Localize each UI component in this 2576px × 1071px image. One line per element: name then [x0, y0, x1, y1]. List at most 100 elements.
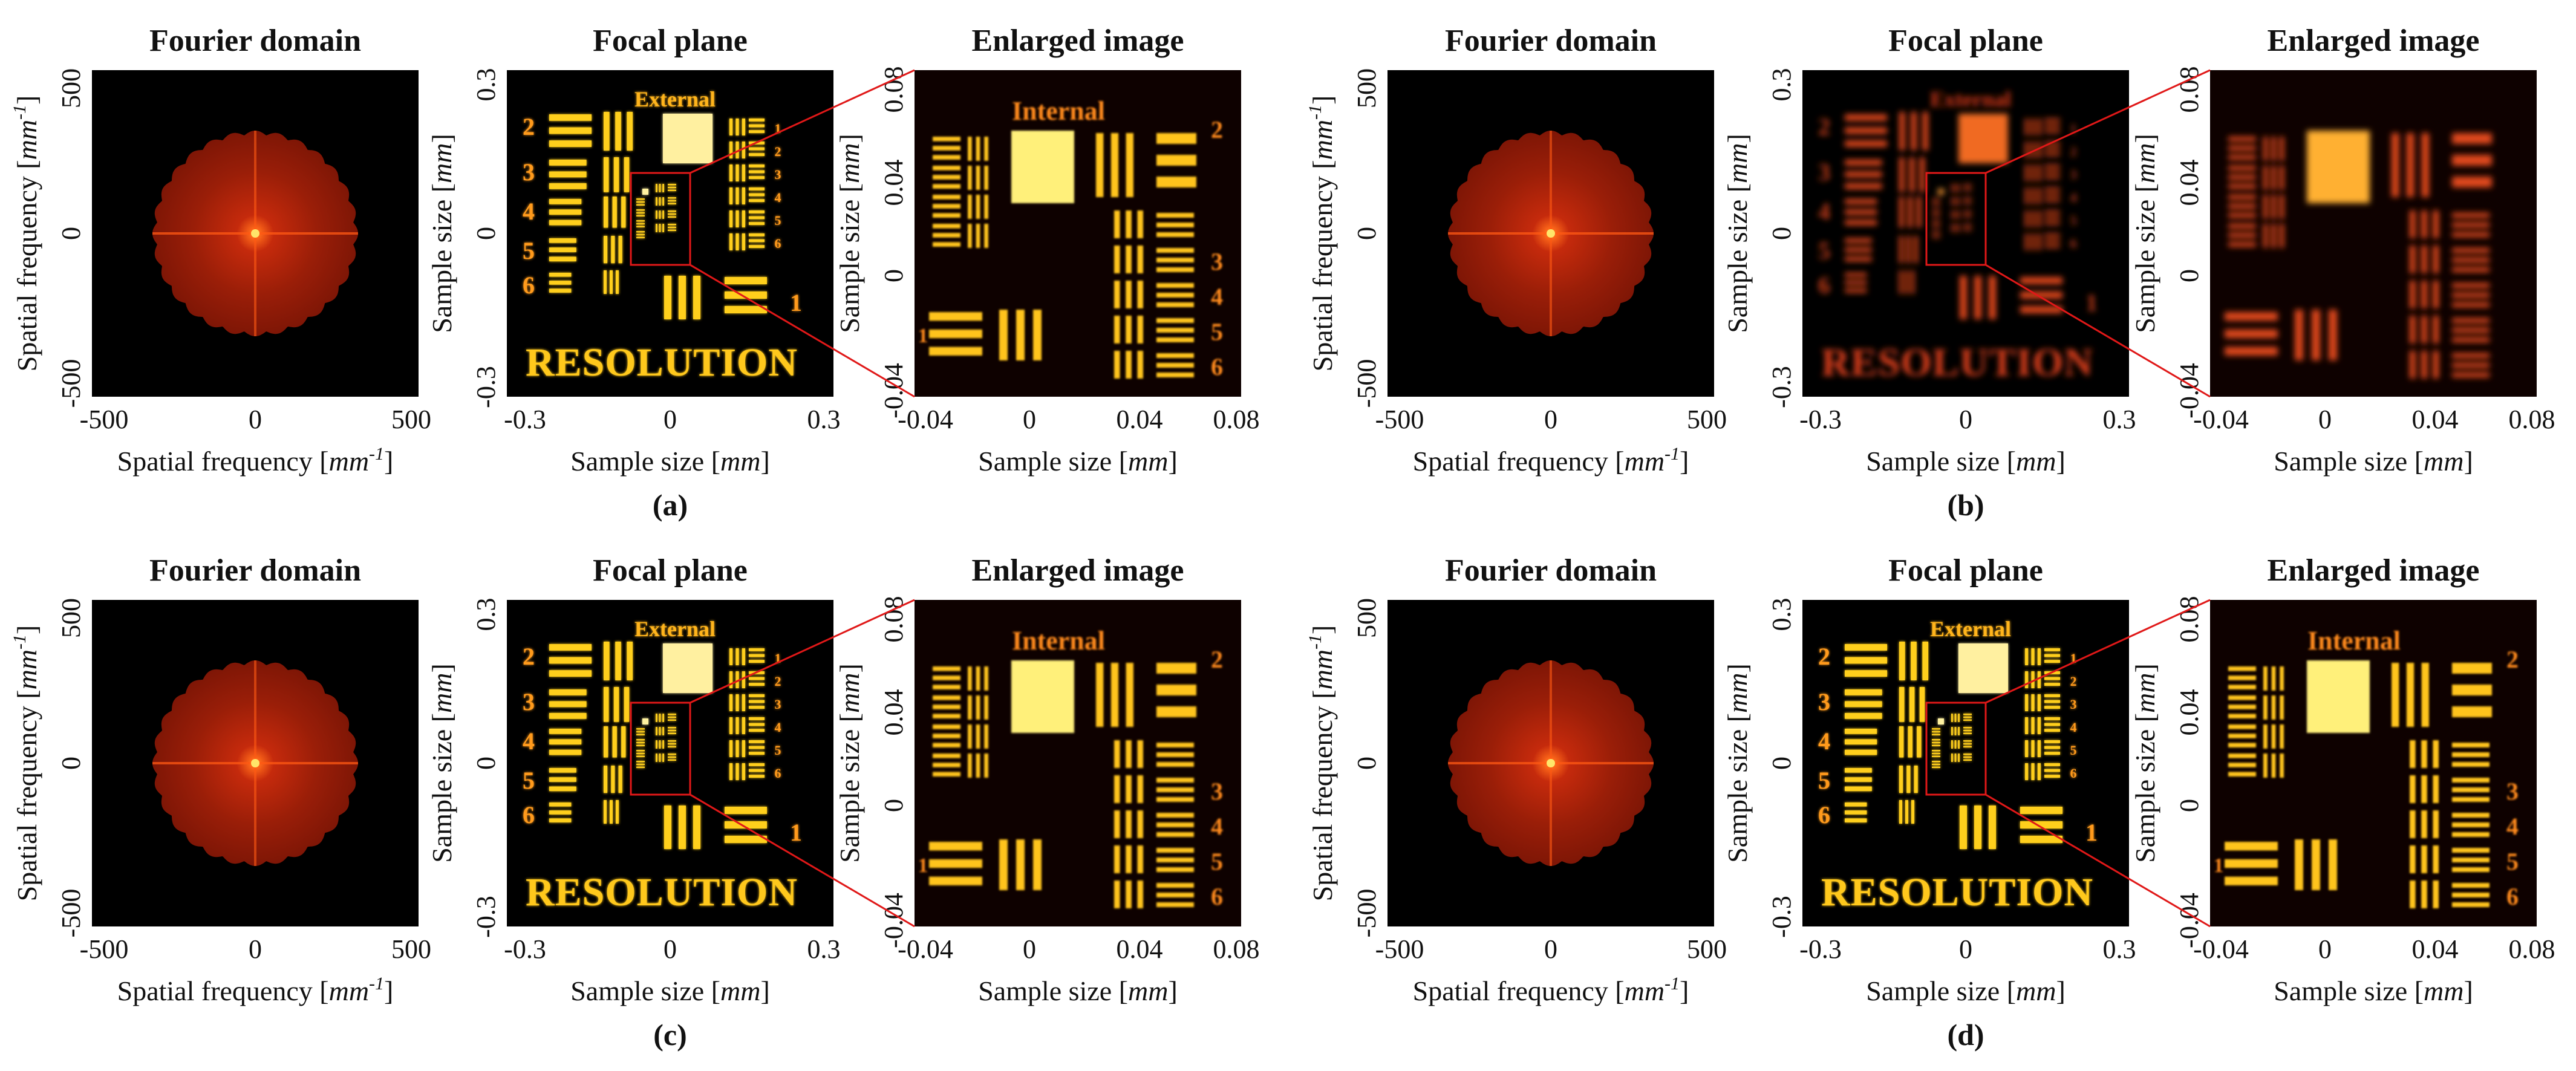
dc-peak — [251, 229, 259, 238]
inner-left-bars-bar — [636, 752, 645, 755]
enlarged-left-vbars-bar — [2263, 137, 2268, 161]
external-label: External — [1930, 617, 2011, 641]
left-vertical-bars-bar — [612, 726, 617, 758]
inner-left-bars-bar — [1932, 212, 1940, 214]
enlarged-right-hbars-bar — [1156, 752, 1194, 757]
inner-vertical-bars-bar — [656, 210, 657, 219]
enlarged-left-vbars-bar — [984, 754, 988, 778]
inner-vertical-bars-bar — [659, 714, 661, 722]
left-vertical-bars-bar — [604, 197, 608, 228]
right-vertical-bars-bar — [2037, 164, 2041, 181]
enlarged-group-number: 2 — [1211, 116, 1223, 143]
left-horizontal-bars-bar — [549, 729, 582, 734]
enlarged-right-hbars-bar — [2452, 893, 2490, 897]
right-vertical-bars-bar — [2037, 187, 2041, 204]
inner-vertical-bars-bar — [656, 714, 657, 722]
inner-left-bars — [636, 209, 645, 216]
y-axis-label-end: ] — [2130, 134, 2160, 143]
inner-left-bars-bar — [1932, 739, 1940, 741]
right-vertical-bars — [2025, 142, 2041, 158]
enlarged-mid-vbars-bar — [2392, 663, 2399, 727]
y-tick-label: 0 — [1767, 757, 1796, 770]
enlarged-left-bars-bar — [933, 175, 960, 180]
internal-bright-square — [1011, 131, 1074, 203]
right-vertical-bars-bar — [729, 763, 733, 780]
left-horizontal-bars-bar — [1845, 238, 1872, 243]
small-number: 4 — [2070, 190, 2077, 205]
enlarged-right-vbars-bar — [2421, 810, 2427, 838]
inner-left-bars — [1932, 750, 1940, 757]
inner-horizontal-bars-bar — [668, 203, 676, 204]
enlarged-left-vbars — [2263, 137, 2284, 161]
x-axis-label-unit: mm — [1625, 975, 1665, 1006]
right-horizontal-bars-bar — [2044, 153, 2060, 156]
enlarged-right-hbars — [1156, 248, 1194, 272]
left-vertical-bars-bar — [612, 197, 617, 228]
inner-horizontal-bars-bar — [1963, 229, 1972, 231]
right-vertical-bars-bar — [2037, 671, 2041, 688]
inner-left-bars — [1932, 209, 1940, 216]
inner-vertical-bars-bar — [1958, 197, 1960, 206]
bottom-vertical-bars-bar — [1989, 276, 1996, 319]
x-tick-label: 0 — [1023, 934, 1036, 964]
enlarged-left-bars-bar — [933, 213, 960, 218]
right-vertical-bars-bar — [729, 164, 733, 181]
inner-left-bars-bar — [636, 750, 645, 752]
enlarged-right-vbars-bar — [2410, 810, 2416, 838]
inner-vertical-bars-bar — [1951, 714, 1953, 722]
enlarged-right-vbars-bar — [1114, 740, 1120, 768]
right-vertical-bars-bar — [2031, 740, 2035, 757]
left-vertical-bars — [1899, 157, 1925, 192]
right-horizontal-bars-bar — [2044, 187, 2060, 190]
inner-horizontal-bars-bar — [1963, 216, 1972, 218]
left-vertical-bars-bar — [1906, 236, 1911, 264]
inner-vertical-bars-bar — [1951, 740, 1953, 749]
group-number: 6 — [1818, 801, 1830, 828]
panel-title-focal: Focal plane — [593, 24, 748, 58]
right-vertical-bars-bar — [2025, 233, 2029, 250]
x-tick-label: 0.3 — [807, 405, 841, 434]
right-horizontal-bars-bar — [749, 233, 765, 236]
x-tick-label: 500 — [1687, 934, 1727, 964]
inner-horizontal-bars — [1963, 727, 1972, 734]
zoom-region-box — [630, 172, 691, 266]
inner-horizontal-bars-bar — [668, 759, 676, 761]
right-horizontal-bars-bar — [2044, 130, 2060, 133]
y-tick-label: 0.04 — [2174, 160, 2204, 206]
right-vertical-bars — [729, 142, 745, 158]
right-vertical-bars-bar — [2025, 671, 2029, 688]
inner-vertical-bars-bar — [656, 727, 657, 735]
panel-title-enlarged: Enlarged image — [972, 24, 1184, 58]
enlarged-right-hbars-bar — [2452, 267, 2490, 272]
right-horizontal-bars-bar — [749, 717, 765, 720]
enlarged-mid-vbars-bar — [1110, 133, 1119, 197]
enlarged-group-number: 4 — [1211, 283, 1223, 310]
inner-vertical-bars-bar — [656, 197, 657, 206]
external-square — [1958, 114, 2008, 163]
left-vertical-bars-bar — [615, 112, 621, 151]
inner-vertical-bars — [656, 197, 664, 206]
y-axis-label: Sample size [mm] — [1722, 134, 1753, 333]
inner-left-bars-bar — [1932, 223, 1940, 225]
enlarged-right-hbars-bar — [1156, 328, 1194, 333]
x-tick-label: 0.08 — [2509, 405, 2555, 434]
inner-horizontal-bars — [1963, 210, 1972, 218]
y-axis-label-unit: mm — [1722, 143, 1753, 183]
right-horizontal-bars-bar — [2044, 216, 2060, 220]
small-number: 1 — [2070, 121, 2077, 136]
inner-horizontal-bars-bar — [1963, 729, 1972, 732]
enlarged-bottom-hbars-bar — [2225, 842, 2278, 851]
y-axis-label-main: Spatial frequency [ — [1307, 160, 1338, 371]
inner-left-bars-bar — [636, 734, 645, 735]
enlarged-right-vbars-bar — [2410, 351, 2416, 379]
right-horizontal-bars — [2044, 119, 2060, 133]
enlarged-right-vbars-bar — [1114, 316, 1120, 343]
enlarged-bottom-vbars — [999, 310, 1042, 360]
inner-left-bars — [636, 761, 645, 768]
external-label: External — [1930, 87, 2011, 111]
left-horizontal-bars-bar — [549, 171, 587, 178]
right-vertical-bars — [729, 763, 745, 780]
enlarged-right-hbars-bar — [1156, 248, 1194, 253]
enlarged-group-one: 1 — [918, 325, 928, 347]
